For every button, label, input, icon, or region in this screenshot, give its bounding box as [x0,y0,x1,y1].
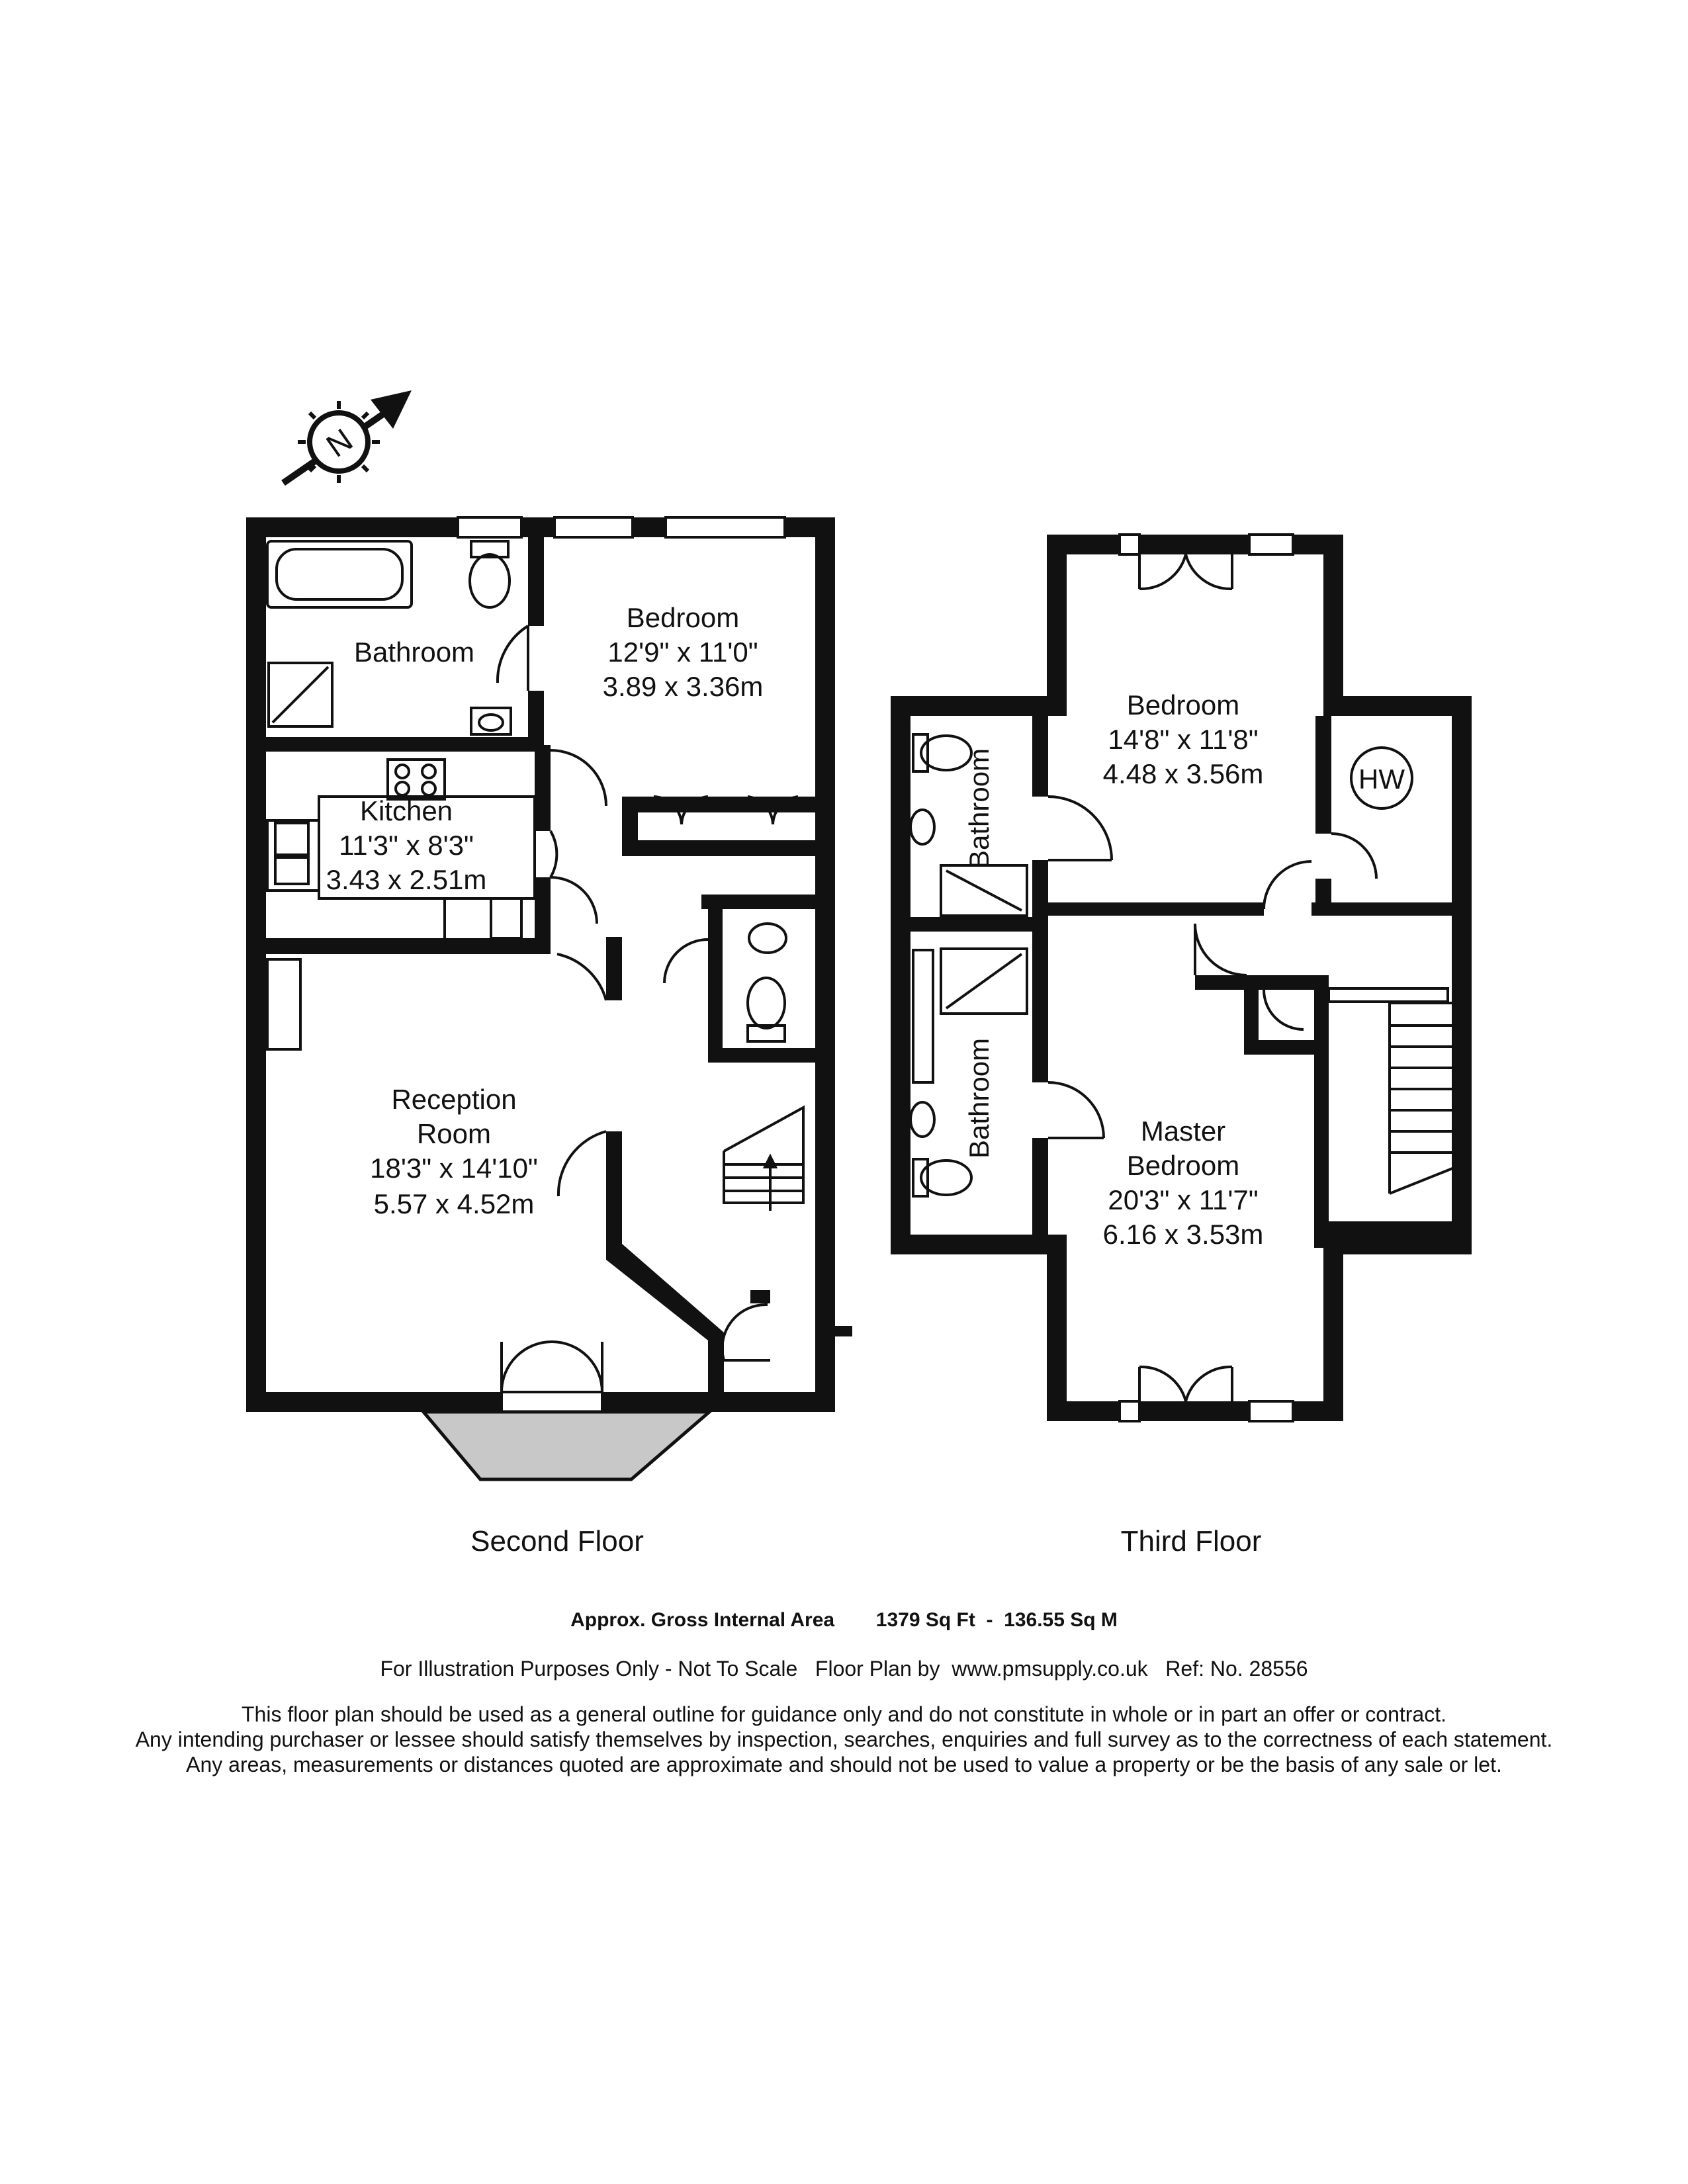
basin-icon [909,1101,936,1138]
room-dim-metric: 6.16 x 3.53m [1103,1219,1264,1250]
second-floor-fixtures [266,540,852,1413]
room-name: Bedroom [1127,1150,1239,1181]
hw-label: HW [1358,764,1405,795]
basin-icon [909,808,936,846]
sink-icon [274,822,310,856]
shower-icon [940,864,1028,917]
stairs-icon [723,1105,805,1211]
toilet-icon [912,733,929,773]
floor-label: Third Floor [1121,1525,1262,1557]
disclaimer-line: Any areas, measurements or distances quo… [186,1753,1502,1776]
gross-area-line: Approx. Gross Internal Area 1379 Sq Ft -… [0,1609,1688,1632]
third-floor-labels: Bedroom 14'8" x 11'8" 4.48 x 3.56m Bathr… [963,689,1405,1557]
room-dim-metric: 5.57 x 4.52m [374,1188,535,1219]
illustration-note: For Illustration Purposes Only - Not To … [380,1657,1308,1681]
room-name: Bathroom [354,636,474,668]
disclaimer-line: This floor plan should be used as a gene… [242,1702,1446,1726]
hot-water-cylinder-icon [1350,746,1413,810]
room-name: Bathroom [963,1038,995,1158]
room-name: Kitchen [360,795,453,826]
compass-north-arrow-icon: N [281,390,412,486]
room-name: Bedroom [1127,689,1239,721]
room-name: Bathroom [963,748,995,869]
room-name: Bedroom [627,602,739,633]
room-dim-imperial: 18'3" x 14'10" [370,1153,538,1184]
disclaimer-line: Any intending purchaser or lessee should… [135,1727,1553,1751]
room-name: Reception [391,1084,516,1115]
room-name: Room [417,1118,491,1149]
room-dim-imperial: 11'3" x 8'3" [339,830,474,861]
stairs-icon [1327,987,1464,1195]
floor-label: Second Floor [470,1525,644,1557]
room-dim-metric: 3.89 x 3.36m [603,671,764,702]
second-floor-plan [246,516,835,1412]
room-dim-imperial: 20'3" x 11'7" [1108,1184,1258,1215]
toilet-icon [470,540,510,558]
hob-icon [386,758,446,801]
basin-icon [470,707,512,736]
second-floor-labels: Bedroom 12'9" x 11'0" 3.89 x 3.36m Bathr… [326,602,764,1557]
room-dim-metric: 3.43 x 2.51m [326,864,487,895]
third-floor-plan [891,533,1472,1422]
toilet-icon [746,1024,786,1043]
room-dim-imperial: 14'8" x 11'8" [1108,724,1258,755]
room-dim-metric: 4.48 x 3.56m [1103,758,1264,789]
gross-area-value: 1379 Sq Ft - 136.55 Sq M [875,1609,1118,1631]
shower-icon [267,662,333,728]
toilet-icon [912,1158,929,1198]
gross-area-label: Approx. Gross Internal Area [570,1609,835,1631]
shower-icon [940,947,1028,1015]
basin-icon [748,922,787,954]
balcony [420,1410,714,1481]
entrance-arrow-icon [821,1319,852,1343]
third-floor-fixtures [909,554,1464,1402]
disclaimer: This floor plan should be used as a gene… [0,1702,1688,1777]
bathtub-icon [266,540,413,609]
room-dim-imperial: 12'9" x 11'0" [607,636,758,668]
room-name: Master [1141,1115,1225,1147]
